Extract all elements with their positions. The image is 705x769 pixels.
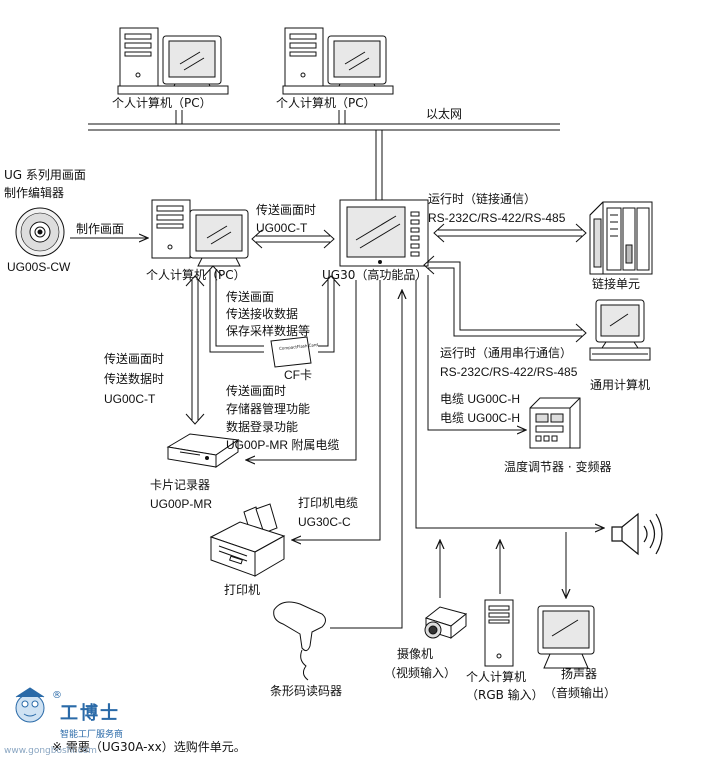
pc-middle-icon	[151, 199, 249, 267]
pc-rgb-icon	[484, 599, 514, 667]
label-transfer-screen-time: 传送画面时	[256, 203, 317, 217]
pc-top-right-icon	[282, 27, 394, 95]
label-left-line3: UG00C-T	[104, 392, 156, 406]
label-card-recorder-model: UG00P-MR	[150, 497, 213, 511]
general-computer-icon	[589, 299, 651, 361]
barcode-reader-icon	[273, 601, 326, 681]
printer-icon	[209, 503, 286, 577]
link-unit-icon	[589, 201, 653, 275]
camera-icon	[424, 606, 468, 640]
label-ethernet: 以太网	[426, 107, 463, 121]
label-barcode-reader: 条形码读码器	[270, 684, 343, 698]
logo-watermark: www.gongboshi.com	[4, 746, 97, 756]
label-mr-line2: 存储器管理功能	[226, 402, 311, 416]
label-pc-top-left: 个人计算机（PC）	[112, 96, 212, 110]
label-cd-model: UG00S-CW	[7, 260, 71, 274]
label-speaker-line1: 扬声器	[561, 667, 598, 681]
label-speaker-line2: （音频输出）	[544, 686, 617, 700]
card-recorder-icon	[166, 433, 240, 468]
temperature-controller-icon	[529, 397, 581, 449]
label-ug30-main: UG30（高功能品）	[322, 268, 428, 282]
label-editor-line1: UG 系列用画面	[4, 168, 86, 182]
label-mr-line1: 传送画面时	[226, 384, 287, 398]
label-cf-line2: 传送接收数据	[226, 307, 299, 321]
label-pc-rgb-line1: 个人计算机	[466, 670, 527, 684]
label-pc-middle: 个人计算机（PC）	[146, 268, 246, 282]
ethernet-bus	[88, 110, 560, 200]
label-camera-line2: （视频输入）	[384, 666, 457, 680]
label-card-recorder: 卡片记录器	[150, 478, 211, 492]
label-ug00c-t-top: UG00C-T	[256, 221, 308, 235]
logo-mascot-icon	[15, 687, 45, 723]
label-mr-line4: UG00P-MR 附属电缆	[226, 438, 340, 452]
ug30-panel-icon	[339, 199, 429, 267]
label-editor-line2: 制作编辑器	[4, 186, 65, 200]
label-printer-cable-model: UG30C-C	[298, 515, 351, 529]
loudspeaker-icon	[611, 512, 663, 556]
logo-registered-mark: ®	[52, 690, 62, 701]
label-runtime-serial: 运行时（通用串行通信）	[440, 346, 573, 360]
label-printer: 打印机	[224, 583, 261, 597]
speaker-monitor-icon	[537, 605, 595, 669]
label-cf-line1: 传送画面	[226, 290, 275, 304]
label-left-line1: 传送画面时	[104, 352, 165, 366]
label-rs-serial: RS-232C/RS-422/RS-485	[440, 365, 578, 379]
logo-tagline: 智能工厂服务商	[60, 730, 124, 740]
label-rs-link: RS-232C/RS-422/RS-485	[428, 211, 566, 225]
label-pc-top-right: 个人计算机（PC）	[276, 96, 376, 110]
label-link-unit: 链接单元	[592, 277, 641, 291]
label-cf-line3: 保存采样数据等	[226, 324, 311, 338]
connection-arrows	[70, 223, 604, 629]
footnote: ※ 需要（UG30A-xx）选购件单元。	[52, 740, 246, 754]
label-cable-h2: 电缆 UG00C-H	[440, 411, 521, 425]
label-general-pc: 通用计算机	[590, 378, 651, 392]
logo-brand: 工博士	[60, 703, 120, 724]
label-pc-rgb-line2: （RGB 输入）	[466, 688, 544, 702]
label-printer-cable: 打印机电缆	[298, 496, 359, 510]
cf-card-icon	[270, 336, 312, 368]
cd-disc-icon	[15, 207, 65, 257]
label-camera-line1: 摄像机	[397, 647, 434, 661]
label-make-screen: 制作画面	[76, 222, 125, 236]
label-cf-card: CF卡	[284, 368, 312, 382]
label-temp-controller: 温度调节器 · 变频器	[504, 460, 612, 474]
pc-top-left-icon	[117, 27, 229, 95]
label-left-line2: 传送数据时	[104, 372, 165, 386]
label-cable-h1: 电缆 UG00C-H	[440, 392, 521, 406]
label-mr-line3: 数据登录功能	[226, 420, 299, 434]
label-runtime-link: 运行时（链接通信）	[428, 192, 537, 206]
